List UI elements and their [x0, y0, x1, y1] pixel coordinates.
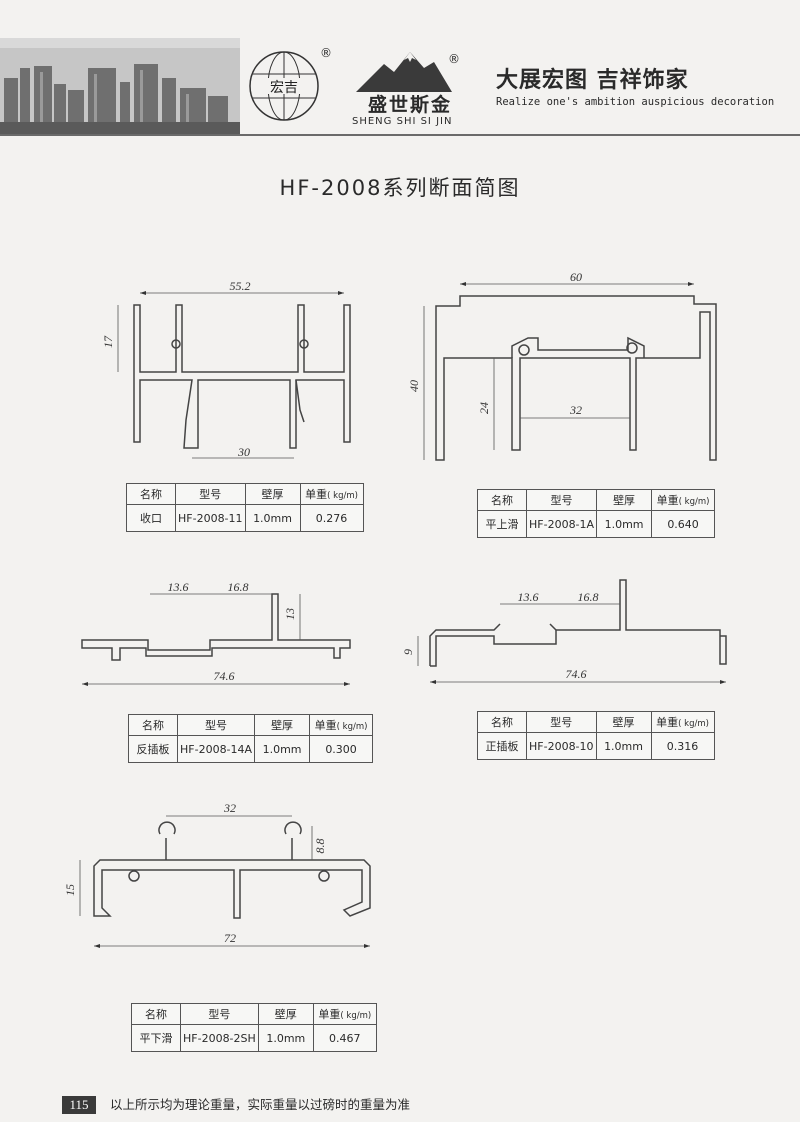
table-header-row: 名称 型号 壁厚 单重( kg/m) — [477, 711, 715, 733]
slogan-chinese: 大展宏图 吉祥饰家 — [496, 68, 689, 93]
dim-label: 60 — [570, 270, 582, 284]
table-header-row: 名称 型号 壁厚 单重( kg/m) — [126, 483, 364, 505]
column-header: 单重( kg/m) — [309, 714, 374, 736]
profile-thickness: 1.0mm — [257, 1024, 314, 1052]
globe-logo-text: 宏吉 — [270, 80, 298, 96]
profile-model: HF-2008-10 — [526, 732, 597, 760]
dim-label: 9 — [401, 649, 415, 655]
column-header: 型号 — [175, 483, 246, 505]
skyline-image — [0, 38, 240, 134]
profile-weight: 0.640 — [651, 510, 716, 538]
footer-note: 以上所示均为理论重量，实际重量以过磅时的重量为准 — [110, 1097, 411, 1112]
profile-weight: 0.467 — [312, 1024, 377, 1052]
column-header: 壁厚 — [244, 483, 301, 505]
spec-table-zhengchaban: 名称 型号 壁厚 单重( kg/m) 正插板 HF-2008-10 1.0mm … — [477, 711, 715, 760]
profile-name: 正插板 — [477, 732, 527, 760]
column-header: 名称 — [126, 483, 176, 505]
table-row: 收口 HF-2008-11 1.0mm 0.276 — [126, 504, 364, 532]
profile-name: 平下滑 — [131, 1024, 181, 1052]
dim-label: 8.8 — [313, 839, 327, 854]
column-header: 单重( kg/m) — [651, 489, 716, 511]
column-header: 壁厚 — [596, 489, 653, 511]
dim-label: 16.8 — [228, 580, 249, 594]
column-header: 单重( kg/m) — [312, 1003, 377, 1025]
column-header: 名称 — [128, 714, 178, 736]
dim-label: 17 — [101, 335, 115, 348]
profile-name: 收口 — [126, 504, 176, 532]
column-header: 名称 — [477, 489, 527, 511]
spec-table-fanchaban: 名称 型号 壁厚 单重( kg/m) 反插板 HF-2008-14A 1.0mm… — [128, 714, 374, 763]
dim-label: 13.6 — [168, 580, 189, 594]
page-title: HF-2008系列断面简图 — [279, 176, 521, 200]
profile-thickness: 1.0mm — [254, 735, 311, 763]
dim-label: 32 — [223, 801, 236, 815]
table-row: 平上滑 HF-2008-1A 1.0mm 0.640 — [477, 510, 716, 538]
column-header: 壁厚 — [254, 714, 311, 736]
dim-label: 55.2 — [230, 279, 251, 293]
column-header: 壁厚 — [257, 1003, 314, 1025]
column-header: 名称 — [477, 711, 527, 733]
profile-zhengchaban-drawing — [429, 579, 727, 667]
slogan-english: Realize one's ambition auspicious decora… — [496, 96, 775, 108]
column-header: 壁厚 — [595, 711, 652, 733]
dim-label: 30 — [237, 445, 250, 459]
profile-pingshanghua-drawing — [435, 295, 717, 461]
profile-thickness: 1.0mm — [596, 510, 653, 538]
table-row: 正插板 HF-2008-10 1.0mm 0.316 — [477, 732, 715, 760]
brand-name: 盛世斯金 — [368, 94, 453, 116]
column-header: 名称 — [131, 1003, 181, 1025]
globe-logo-icon: 宏吉 — [249, 51, 319, 121]
spec-table-shoukou: 名称 型号 壁厚 单重( kg/m) 收口 HF-2008-11 1.0mm 0… — [126, 483, 364, 532]
profile-thickness: 1.0mm — [244, 504, 301, 532]
column-header: 单重( kg/m) — [299, 483, 364, 505]
table-row: 平下滑 HF-2008-2SH 1.0mm 0.467 — [131, 1024, 377, 1052]
table-header-row: 名称 型号 壁厚 单重( kg/m) — [131, 1003, 377, 1025]
dim-label: 15 — [63, 884, 77, 896]
profile-model: HF-2008-1A — [525, 510, 598, 538]
profile-model: HF-2008-11 — [175, 504, 246, 532]
dim-label: 74.6 — [566, 667, 587, 681]
mountain-logo-icon — [356, 52, 452, 92]
profile-shoukou-drawing — [133, 304, 351, 449]
brand-pinyin: SHENG SHI SI JIN — [352, 116, 453, 127]
column-header: 型号 — [525, 489, 598, 511]
page-header: 宏吉 ® ® 盛世斯金 SHENG SHI SI JIN 大展宏图 吉祥饰家 R… — [0, 38, 800, 138]
profile-model: HF-2008-14A — [176, 735, 256, 763]
profile-weight: 0.276 — [299, 504, 364, 532]
profile-name: 反插板 — [128, 735, 178, 763]
dim-label: 13.6 — [518, 590, 539, 604]
dim-label: 32 — [569, 403, 582, 417]
profile-weight: 0.316 — [650, 732, 715, 760]
dim-label: 24 — [477, 402, 491, 414]
profile-pingxiahua-drawing — [93, 821, 371, 919]
dim-label: 13 — [283, 608, 297, 620]
profile-model: HF-2008-2SH — [180, 1024, 259, 1052]
dim-label: 40 — [407, 380, 421, 392]
registered-mark: ® — [320, 46, 332, 60]
profile-fanchaban-drawing — [81, 593, 351, 661]
page-number: 115 — [62, 1096, 96, 1114]
dim-label: 72 — [224, 931, 236, 945]
spec-table-pingxiahua: 名称 型号 壁厚 单重( kg/m) 平下滑 HF-2008-2SH 1.0mm… — [131, 1003, 377, 1052]
profile-weight: 0.300 — [309, 735, 374, 763]
dim-label: 74.6 — [214, 669, 235, 683]
registered-mark: ® — [448, 52, 460, 66]
column-header: 型号 — [176, 714, 256, 736]
header-divider — [0, 134, 800, 136]
table-header-row: 名称 型号 壁厚 单重( kg/m) — [477, 489, 716, 511]
profile-thickness: 1.0mm — [595, 732, 652, 760]
profile-name: 平上滑 — [477, 510, 527, 538]
column-header: 型号 — [526, 711, 597, 733]
table-header-row: 名称 型号 壁厚 单重( kg/m) — [128, 714, 374, 736]
spec-table-pingshanghua: 名称 型号 壁厚 单重( kg/m) 平上滑 HF-2008-1A 1.0mm … — [477, 489, 716, 538]
dim-label: 16.8 — [578, 590, 599, 604]
column-header: 型号 — [180, 1003, 259, 1025]
table-row: 反插板 HF-2008-14A 1.0mm 0.300 — [128, 735, 374, 763]
column-header: 单重( kg/m) — [650, 711, 715, 733]
